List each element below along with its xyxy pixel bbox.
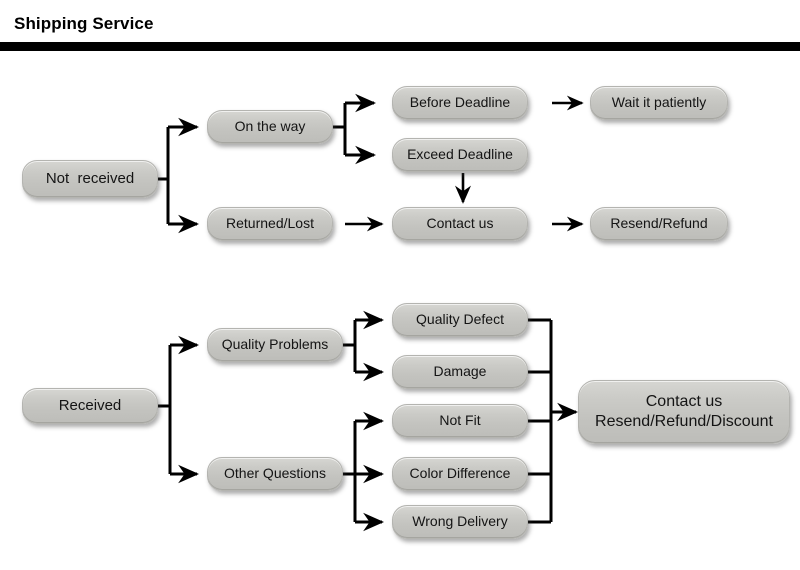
node-quality-defect[interactable]: Quality Defect <box>392 303 528 337</box>
node-damage[interactable]: Damage <box>392 355 528 389</box>
node-on-the-way[interactable]: On the way <box>207 110 333 144</box>
connector-otherquestions-branch <box>343 411 385 532</box>
connector-notreceived-branch <box>158 117 200 234</box>
node-quality-problems[interactable]: Quality Problems <box>207 328 343 362</box>
node-exceed-deadline[interactable]: Exceed Deadline <box>392 138 528 172</box>
node-received[interactable]: Received <box>22 388 158 424</box>
node-contact-us-top[interactable]: Contact us <box>392 207 528 241</box>
node-returned-lost[interactable]: Returned/Lost <box>207 207 333 241</box>
connector-received-branch <box>158 335 200 484</box>
node-wait-it-patiently[interactable]: Wait it patiently <box>590 86 728 120</box>
connector-merge-to-final <box>528 318 579 524</box>
connector-qualityproblems-branch <box>343 310 385 382</box>
node-before-deadline[interactable]: Before Deadline <box>392 86 528 120</box>
node-not-received[interactable]: Not received <box>22 160 158 198</box>
node-color-difference[interactable]: Color Difference <box>392 457 528 491</box>
node-contact-us-final[interactable]: Contact us Resend/Refund/Discount <box>578 380 790 444</box>
node-not-fit[interactable]: Not Fit <box>392 404 528 438</box>
node-other-questions[interactable]: Other Questions <box>207 457 343 491</box>
connector-ontheway-branch <box>333 93 377 165</box>
node-resend-refund[interactable]: Resend/Refund <box>590 207 728 241</box>
node-wrong-delivery[interactable]: Wrong Delivery <box>392 505 528 539</box>
page-title: Shipping Service <box>14 14 154 33</box>
header-divider <box>0 42 800 51</box>
